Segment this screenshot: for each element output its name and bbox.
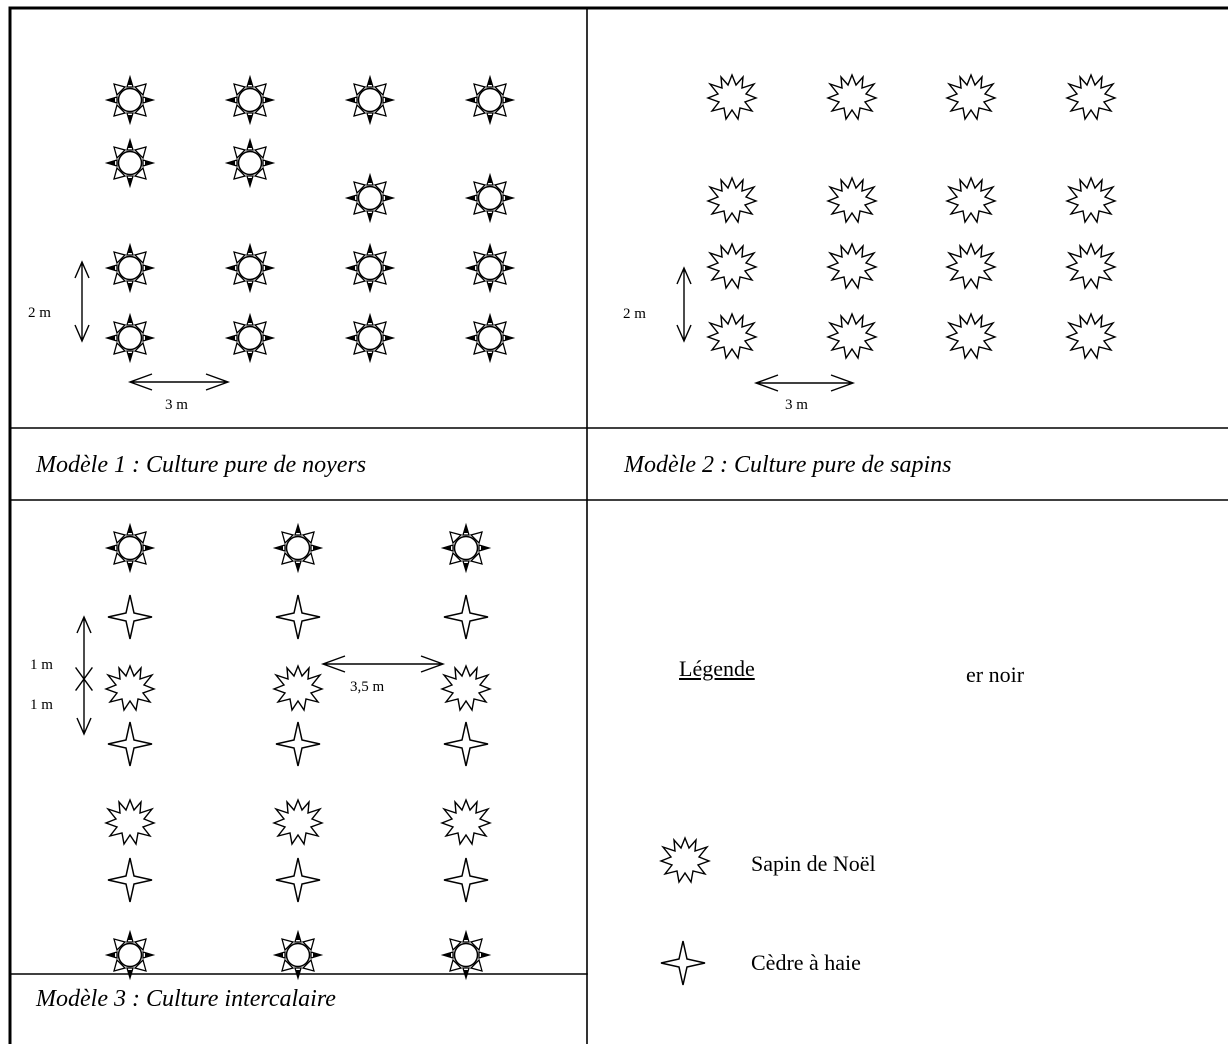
fir-icon [441,799,491,845]
fir-icon [1066,243,1116,289]
fir-icon [707,177,757,223]
walnut-icon [106,314,154,362]
model2-vertical-spacing-arrow [676,266,692,343]
model3-vertical-spacing-arrow [76,615,92,736]
walnut-icon [274,931,322,979]
cedar-icon [107,721,153,767]
model3-lower-spacing-label: 1 m [30,697,53,713]
fir-icon [946,313,996,359]
walnut-icon [466,314,514,362]
fir-icon [946,243,996,289]
model2-horizontal-spacing-label: 3 m [785,397,808,413]
legend-partial-label: er noir [966,662,1025,687]
cedar-icon [443,594,489,640]
fir-icon [827,313,877,359]
fir-icon [827,74,877,120]
walnut-icon [442,931,490,979]
walnut-icon [226,139,274,187]
walnut-icon [466,174,514,222]
model1-horizontal-spacing-arrow [127,373,231,391]
cedar-icon [443,721,489,767]
fir-icon [827,177,877,223]
walnut-icon [106,931,154,979]
legend-label-sapin: Sapin de Noël [751,851,876,876]
model1-caption: Modèle 1 : Culture pure de noyers [36,452,367,478]
walnut-icon [274,524,322,572]
fir-icon [1066,74,1116,120]
walnut-icon [442,524,490,572]
fir-icon [1066,313,1116,359]
cedar-icon [107,594,153,640]
fir-icon [707,74,757,120]
walnut-icon [106,139,154,187]
model3-row-spacing-arrow [320,655,446,673]
model1-horizontal-spacing-label: 3 m [165,397,188,413]
fir-icon [660,837,710,883]
cedar-icon [107,857,153,903]
model1-vertical-spacing-label: 2 m [28,305,51,321]
fir-icon [827,243,877,289]
walnut-icon [466,76,514,124]
fir-icon [707,243,757,289]
walnut-icon [106,524,154,572]
model1-vertical-spacing-arrow [74,260,90,343]
walnut-icon [346,314,394,362]
walnut-icon [106,76,154,124]
fir-icon [273,665,323,711]
cedar-icon [275,594,321,640]
cedar-icon [660,940,706,986]
model3-row-spacing-label: 3,5 m [350,679,385,695]
fir-icon [105,665,155,711]
fir-icon [1066,177,1116,223]
model3-upper-spacing-label: 1 m [30,657,53,673]
cedar-icon [275,857,321,903]
fir-icon [105,799,155,845]
legend-label-cedre: Cèdre à haie [751,950,861,975]
walnut-icon [226,314,274,362]
model3-midpoint-mark [75,667,93,691]
fir-icon [707,313,757,359]
walnut-icon [106,244,154,292]
walnut-icon [466,244,514,292]
model2-horizontal-spacing-arrow [753,374,856,392]
walnut-icon [346,76,394,124]
walnut-icon [226,244,274,292]
model3-caption: Modèle 3 : Culture intercalaire [36,986,336,1012]
cedar-icon [443,857,489,903]
legend-title: Légende [679,656,755,681]
model2-caption: Modèle 2 : Culture pure de sapins [624,452,952,478]
model2-vertical-spacing-label: 2 m [623,306,646,322]
walnut-icon [346,244,394,292]
fir-icon [946,177,996,223]
cedar-icon [275,721,321,767]
fir-icon [946,74,996,120]
fir-icon [441,665,491,711]
walnut-icon [346,174,394,222]
walnut-icon [226,76,274,124]
fir-icon [273,799,323,845]
